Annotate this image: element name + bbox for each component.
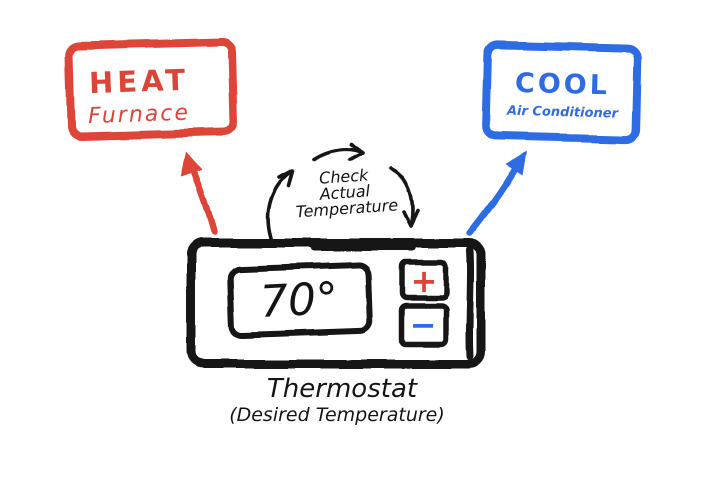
heat-arrow bbox=[187, 160, 218, 236]
thermostat-body-inner-edge bbox=[465, 246, 475, 360]
loop-label-line3: Temperature bbox=[295, 195, 399, 221]
increase-button bbox=[399, 259, 449, 301]
decrease-button bbox=[398, 303, 449, 347]
loop-label-line2: Actual bbox=[318, 181, 371, 204]
plus-icon: + bbox=[411, 262, 438, 300]
loop-arrow-right-head-icon bbox=[402, 209, 420, 228]
loop-arrow-left-head-icon bbox=[277, 168, 295, 187]
cool-arrow bbox=[466, 158, 524, 237]
temperature-display-value: 70° bbox=[259, 273, 340, 328]
thermostat-subcaption: (Desired Temperature) bbox=[229, 404, 445, 426]
cool-subtitle: Air Conditioner bbox=[506, 104, 620, 122]
heat-subtitle: Furnace bbox=[88, 101, 191, 130]
loop-arrow-left bbox=[266, 170, 292, 240]
minus-icon: − bbox=[410, 306, 437, 344]
loop-label: Check Actual Temperature bbox=[295, 165, 399, 221]
thermostat-caption: Thermostat bbox=[267, 374, 418, 404]
loop-arrow-top-head-icon bbox=[348, 142, 365, 162]
loop-arrow-right bbox=[389, 166, 415, 224]
heat-arrow-head-icon bbox=[181, 152, 202, 177]
heat-title: HEAT bbox=[88, 63, 189, 100]
cool-arrow-head-icon bbox=[506, 151, 527, 175]
cool-box bbox=[482, 41, 642, 144]
thermostat-display bbox=[227, 261, 373, 339]
loop-label-line1: Check bbox=[318, 165, 369, 187]
cool-title: COOL bbox=[515, 68, 611, 101]
heat-box bbox=[65, 38, 238, 140]
